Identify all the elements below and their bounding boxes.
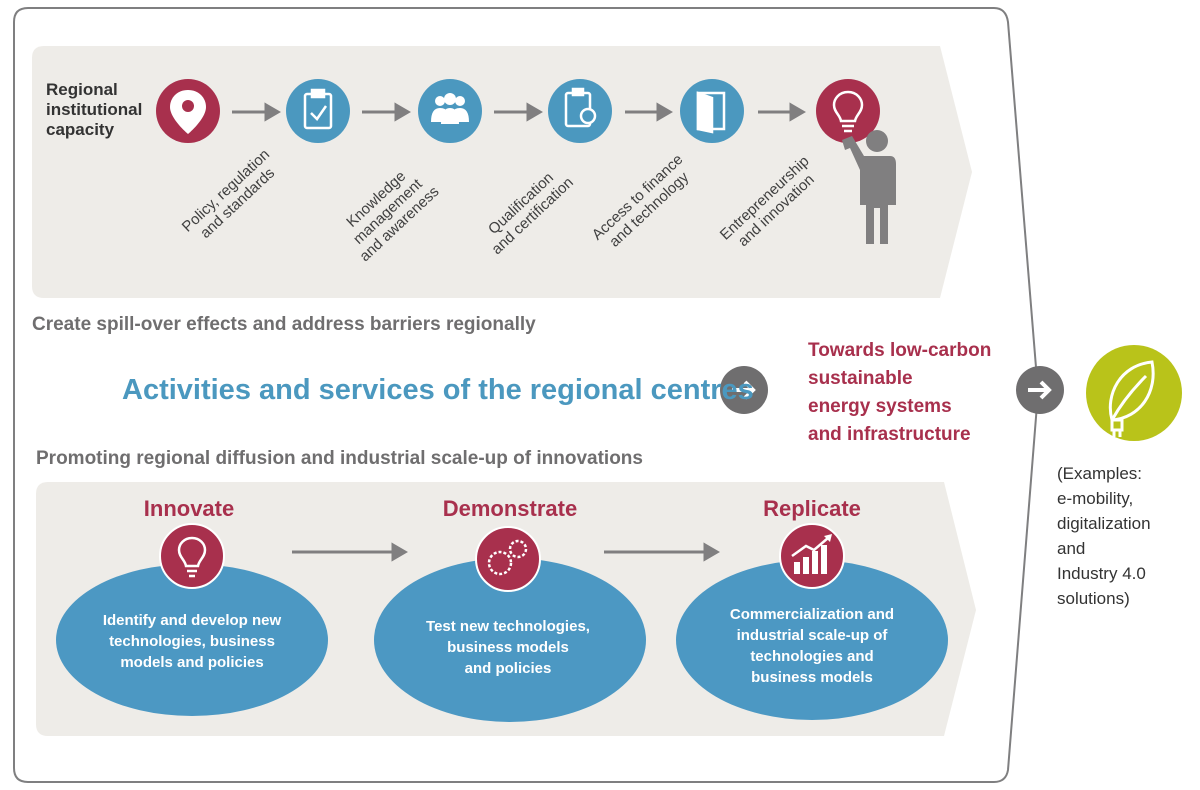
- step-circle-6: [816, 79, 880, 143]
- lightbulb-icon: [832, 90, 864, 133]
- certificate-icon: [564, 87, 597, 128]
- heading-line: capacity: [46, 120, 115, 139]
- step-circle-2: [286, 79, 350, 143]
- arrow-right-icon: [732, 380, 756, 400]
- step-arrows: [232, 102, 806, 122]
- heading-line: institutional: [46, 100, 143, 119]
- person-figure-icon: [842, 130, 896, 244]
- stage-ellipse-replicate: [676, 560, 948, 720]
- gears-icon: [487, 539, 528, 576]
- stage-title-demonstrate: Demonstrate: [442, 496, 578, 521]
- lightbulb-icon: [177, 536, 207, 578]
- heading-line: Regional: [46, 80, 118, 99]
- spillover-text: Create spill-over effects and address ba…: [32, 314, 536, 335]
- promoting-text: Promoting regional diffusion and industr…: [36, 448, 643, 469]
- stage-title-replicate: Replicate: [763, 496, 861, 521]
- location-pin-icon: [170, 90, 206, 134]
- stage-circle-demonstrate: [475, 526, 541, 592]
- center-title: Activities and services of the regional …: [122, 374, 754, 406]
- stage-ellipse-demonstrate: [374, 558, 646, 722]
- arrow-right-icon: [1028, 380, 1052, 400]
- stage-circle-innovate: [159, 523, 225, 589]
- door-icon: [696, 91, 726, 134]
- capacity-heading: Regional institutional capacity: [46, 80, 142, 140]
- stage-title-innovate: Innovate: [143, 496, 235, 521]
- growth-chart-icon: [791, 534, 832, 574]
- step-circle-4: [548, 79, 612, 143]
- leaf-plug-icon: [1108, 360, 1155, 437]
- clipboard-check-icon: [303, 88, 333, 130]
- people-group-icon: [431, 93, 469, 124]
- stage-arrows: [292, 542, 720, 562]
- stage-ellipse-innovate: [56, 564, 328, 716]
- green-energy-circle: [1086, 345, 1182, 441]
